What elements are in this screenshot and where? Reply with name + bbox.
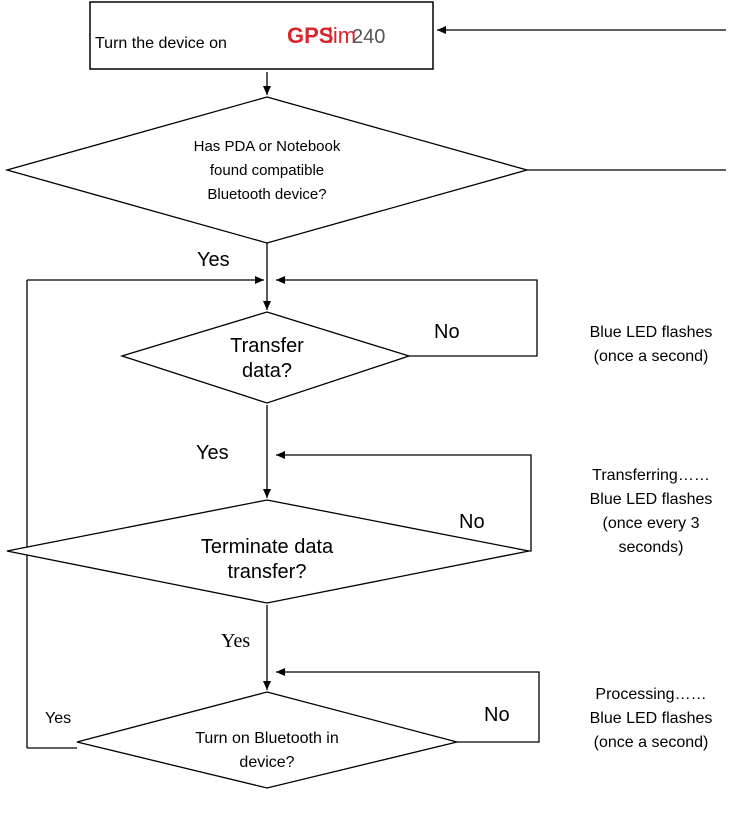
yes-label-left: Yes [45, 710, 71, 727]
d3-line2: transfer? [228, 561, 307, 583]
yes-label-2: Yes [196, 442, 229, 464]
no-loop-3 [276, 668, 540, 743]
gpslim-logo: GPS lim 240 [287, 23, 385, 48]
start-box [89, 1, 434, 70]
note2-line3: (once every 3 [603, 515, 700, 532]
note3-line1: Processing…… [595, 686, 706, 703]
logo-lim: lim [328, 23, 356, 48]
d3-line1: Terminate data [201, 536, 334, 558]
no-loop-1 [276, 276, 538, 357]
note2-line4: seconds) [619, 539, 684, 556]
no-label-3: No [484, 704, 510, 726]
note2-line2: Blue LED flashes [590, 491, 713, 508]
logo-model: 240 [352, 26, 385, 48]
logo-gps: GPS [287, 23, 333, 48]
d1-line3: Bluetooth device? [207, 186, 326, 203]
decision-transfer-data [119, 311, 412, 404]
yes-label-1: Yes [197, 249, 230, 271]
d4-line1: Turn on Bluetooth in [195, 730, 339, 747]
d4-line2: device? [239, 754, 294, 771]
no-label-1: No [434, 321, 460, 343]
note1-line2: (once a second) [594, 348, 709, 365]
note2-line1: Transferring…… [592, 467, 710, 484]
d2-line1: Transfer [230, 335, 304, 357]
d2-line2: data? [242, 360, 292, 382]
d1-line2: found compatible [210, 162, 324, 179]
start-label: Turn the device on [95, 35, 227, 52]
note3-line2: Blue LED flashes [590, 710, 713, 727]
decision-terminate [6, 499, 530, 604]
no-loop-2 [276, 451, 532, 552]
yes-label-3: Yes [221, 630, 250, 652]
d1-line1: Has PDA or Notebook [194, 138, 341, 155]
no-label-2: No [459, 511, 485, 533]
note3-line3: (once a second) [594, 734, 709, 751]
note1-line1: Blue LED flashes [590, 324, 713, 341]
decision-turn-on-bt [76, 691, 458, 789]
